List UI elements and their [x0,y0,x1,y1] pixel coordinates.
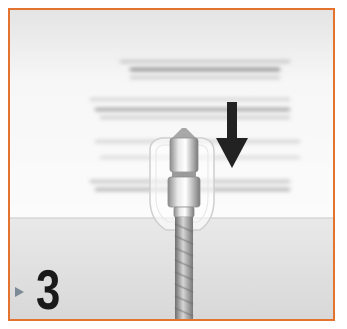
triangle-right-icon [15,287,24,297]
steel-cable-icon [175,217,193,319]
illustration-frame: 3 [8,8,335,321]
cable-gripper-icon [168,128,200,217]
step-number: 3 [36,262,59,318]
